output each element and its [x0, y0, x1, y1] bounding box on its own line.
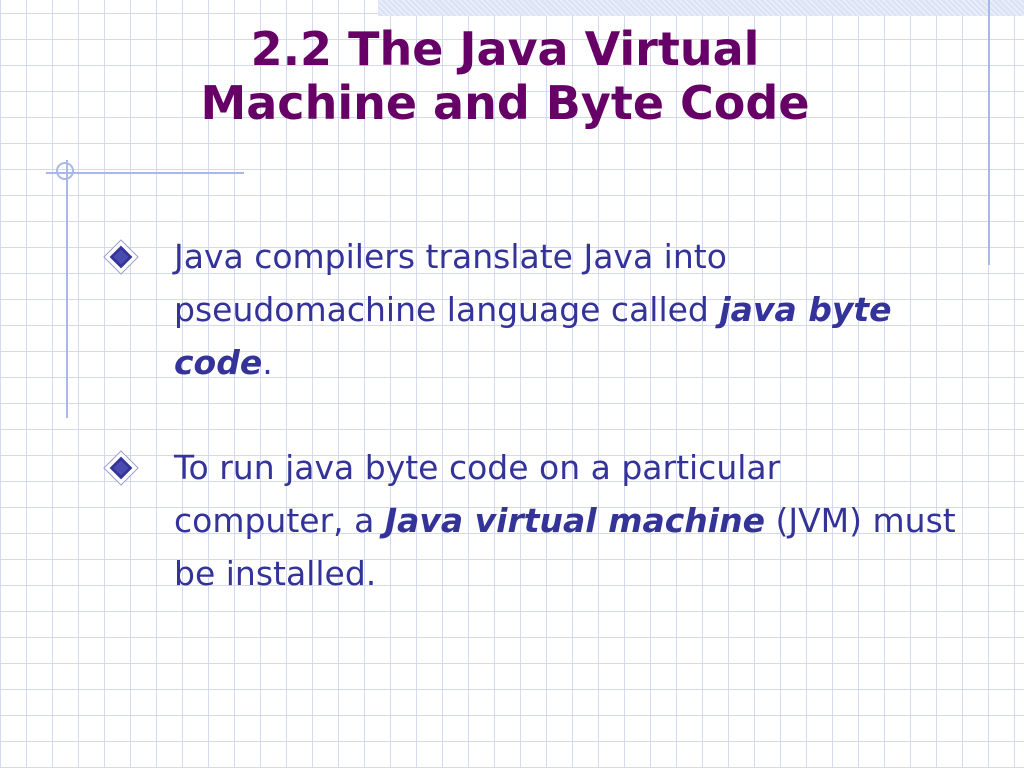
- diamond-bullet-icon: [103, 450, 139, 486]
- decorative-ring-icon: [56, 162, 74, 180]
- bullet-item: To run java byte code on a particular co…: [100, 441, 960, 600]
- left-decorative-line: [66, 160, 68, 418]
- bullet-item: Java compilers translate Java into pseud…: [100, 230, 960, 389]
- slide-title-line-2: Machine and Byte Code: [200, 76, 810, 130]
- diamond-bullet-icon: [103, 239, 139, 275]
- horizontal-decorative-line: [46, 172, 244, 174]
- bullet-text: To run java byte code on a particular co…: [174, 448, 781, 540]
- right-decorative-line: [988, 0, 990, 265]
- top-decorative-band: [378, 0, 1024, 16]
- bullet-text: Java compilers translate Java into pseud…: [174, 237, 727, 329]
- bullet-text-end: (JVM) must be installed.: [174, 501, 956, 593]
- bullet-text-end: .: [262, 343, 273, 382]
- bullet-list: Java compilers translate Java into pseud…: [100, 230, 960, 652]
- slide-title-line-1: 2.2 The Java Virtual: [250, 22, 760, 76]
- bullet-emphasis: Java virtual machine: [384, 501, 765, 540]
- slide-title: 2.2 The Java Virtual Machine and Byte Co…: [100, 22, 910, 130]
- bullet-emphasis: java byte code: [174, 290, 892, 382]
